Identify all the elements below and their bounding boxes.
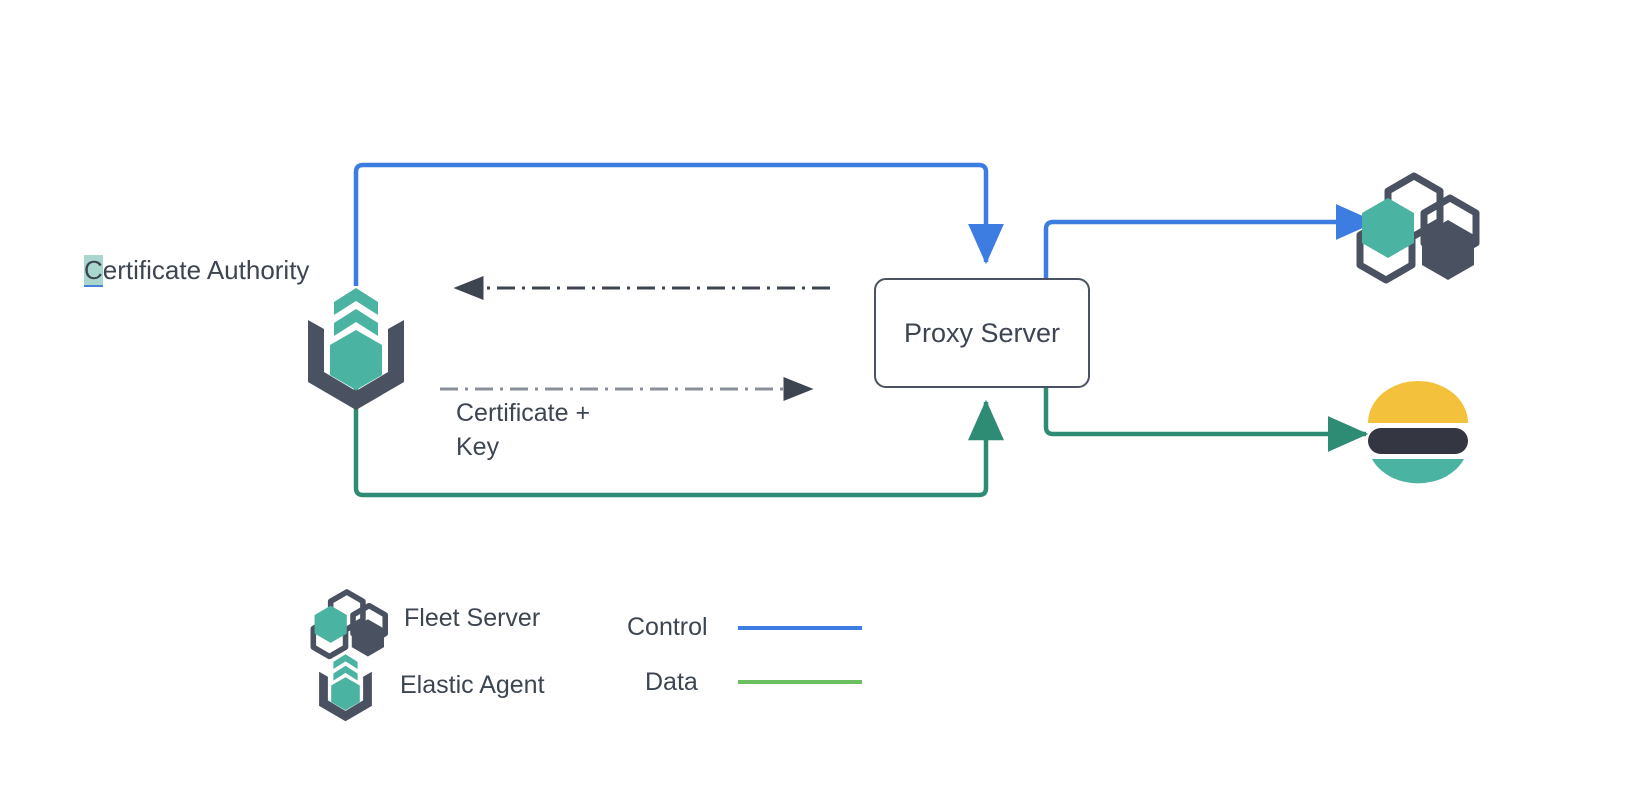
agent-bracket-right	[356, 320, 404, 410]
legend-agent-chevron-top	[333, 654, 358, 670]
certificate-authority-text: ertificate Authority	[102, 255, 310, 285]
fleet-hex-dark-filled	[1422, 220, 1474, 280]
agent-chevron-top	[334, 288, 378, 315]
certificate-authority-highlight: C	[84, 255, 103, 285]
data-edge-agent-to-proxy	[353, 382, 1004, 498]
legend-label-data: Data	[645, 668, 698, 696]
legend-agent-hexagon-core	[331, 677, 360, 711]
legend-fleet-hex-dark-filled	[351, 619, 384, 657]
agent-chevron-bottom	[334, 309, 378, 336]
legend-agent-bracket-right	[345, 671, 372, 722]
certificate-authority-label: Certificate Authority	[84, 253, 309, 287]
legend-label-fleet-server: Fleet Server	[404, 604, 541, 632]
data-edge-proxy-to-elasticsearch	[1043, 388, 1369, 452]
elasticsearch-yellow-arc	[1368, 381, 1468, 423]
proxy-server-node[interactable]: Proxy Server	[874, 278, 1090, 388]
agent-bracket-left	[308, 320, 356, 410]
legend-fleet-server-icon	[310, 589, 389, 660]
proxy-server-label: Proxy Server	[903, 317, 1061, 348]
elasticsearch-teal-arc	[1372, 459, 1464, 484]
legend-label-control: Control	[627, 613, 708, 641]
certificate-key-line-2: Key	[456, 433, 500, 461]
legend-label-elastic-agent: Elastic Agent	[400, 671, 545, 699]
legend-elastic-agent-icon	[319, 654, 372, 722]
legend-fleet-hex-teal-filled	[314, 605, 347, 643]
agent-hexagon-core	[330, 330, 382, 390]
elasticsearch-dark-bar	[1368, 428, 1468, 454]
legend-agent-chevron-bottom	[333, 665, 358, 681]
certificate-key-line-1: Certificate +	[456, 399, 591, 427]
fleet-hex-teal-filled	[1362, 198, 1414, 258]
legend-agent-bracket-left	[319, 671, 346, 722]
control-edge-agent-to-proxy	[353, 162, 1004, 286]
certificate-key-label: Certificate + Key	[456, 396, 656, 464]
control-edge-proxy-to-fleet	[1043, 204, 1377, 278]
